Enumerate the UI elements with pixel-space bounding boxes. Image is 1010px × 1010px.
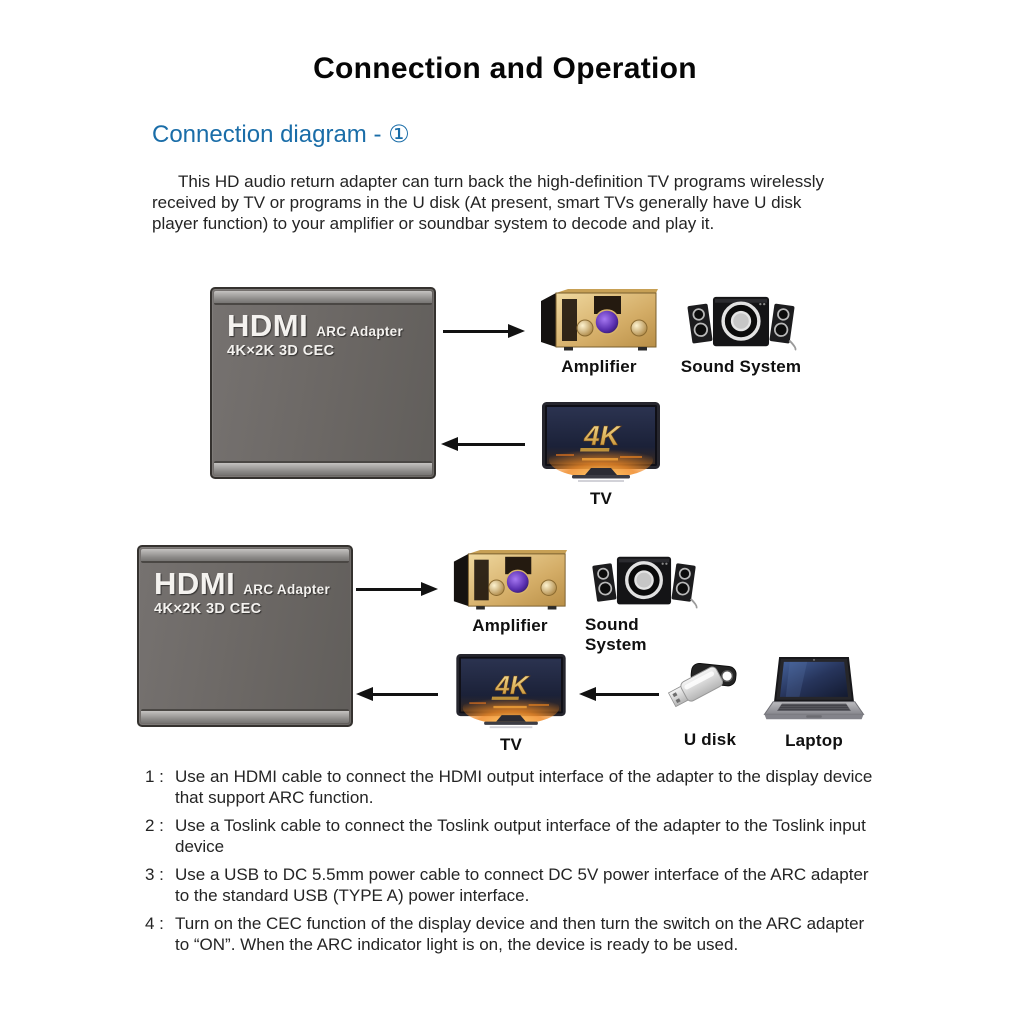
intro-paragraph: This HD audio return adapter can turn ba… [152, 172, 824, 233]
sound-system-label: Sound System [680, 357, 802, 376]
instructions-list: 1 : Use an HDMI cable to connect the HDM… [145, 766, 880, 962]
sound-system-label: Sound System [585, 615, 647, 654]
arrow-shaft [596, 692, 659, 696]
arrow-head [508, 324, 525, 338]
instruction-number: 3 : [145, 865, 164, 884]
udisk-device: U disk [662, 659, 758, 750]
arrow-right-icon [356, 581, 438, 597]
arrow-shaft [458, 442, 525, 446]
tv-device-2: TV [451, 654, 571, 755]
amplifier-device-2: Amplifier [448, 549, 572, 636]
adapter-specs-text: 4K×2K 3D CEC [154, 601, 262, 617]
adapter-text-block: HDMI ARC Adapter 4K×2K 3D CEC [227, 310, 403, 359]
instruction-text: Use a Toslink cable to connect the Tosli… [175, 816, 866, 856]
adapter-brand-text: HDMI [154, 566, 236, 601]
instruction-number: 1 : [145, 767, 164, 786]
arrow-head [356, 687, 373, 701]
adapter-brand-text: HDMI [227, 308, 309, 343]
instruction-number: 4 : [145, 914, 164, 933]
laptop-label: Laptop [785, 731, 843, 750]
arrow-left-icon [441, 436, 525, 452]
sound-system-device-2: Sound System [585, 554, 703, 655]
arrow-shaft [356, 587, 421, 591]
udisk-image [664, 659, 756, 725]
amplifier-image [451, 549, 569, 611]
tv-label: TV [499, 735, 523, 754]
tv-image [542, 402, 660, 484]
arrow-shaft [443, 329, 508, 333]
arrow-shaft [373, 692, 438, 696]
instruction-text: Turn on the CEC function of the display … [175, 914, 865, 954]
adapter-text-block: HDMI ARC Adapter 4K×2K 3D CEC [154, 568, 330, 617]
adapter-top-band [141, 549, 349, 563]
sound-system-image [589, 554, 699, 610]
adapter-bottom-band [141, 709, 349, 723]
instruction-item: 2 : Use a Toslink cable to connect the T… [145, 815, 880, 857]
adapter-type-text: ARC Adapter [243, 582, 331, 597]
hdmi-arc-adapter-device-1: HDMI ARC Adapter 4K×2K 3D CEC [210, 287, 436, 479]
adapter-bottom-band [214, 461, 432, 475]
sound-system-image [682, 294, 800, 352]
arrow-head [579, 687, 596, 701]
page-title: Connection and Operation [313, 52, 697, 85]
arrow-left-icon [579, 686, 659, 702]
instruction-number: 2 : [145, 816, 164, 835]
arrow-left-icon [356, 686, 438, 702]
hdmi-arc-adapter-device-2: HDMI ARC Adapter 4K×2K 3D CEC [137, 545, 353, 727]
tv-label: TV [589, 489, 613, 508]
amplifier-label: Amplifier [472, 616, 548, 635]
amplifier-label: Amplifier [561, 357, 637, 376]
arrow-head [421, 582, 438, 596]
instruction-text: Use an HDMI cable to connect the HDMI ou… [175, 767, 873, 807]
instruction-item: 1 : Use an HDMI cable to connect the HDM… [145, 766, 880, 808]
sound-system-device-1: Sound System [678, 294, 804, 377]
amplifier-device-1: Amplifier [534, 288, 664, 377]
laptop-device: Laptop [758, 656, 870, 751]
arrow-right-icon [443, 323, 525, 339]
instruction-text: Use a USB to DC 5.5mm power cable to con… [175, 865, 869, 905]
instruction-item: 3 : Use a USB to DC 5.5mm power cable to… [145, 864, 880, 906]
laptop-image [760, 656, 868, 726]
section-heading: Connection diagram - ① [152, 121, 410, 148]
adapter-specs-text: 4K×2K 3D CEC [227, 343, 335, 359]
tv-image [453, 654, 569, 730]
arrow-head [441, 437, 458, 451]
adapter-type-text: ARC Adapter [316, 324, 404, 339]
tv-device-1: TV [541, 402, 661, 509]
adapter-top-band [214, 291, 432, 305]
instruction-item: 4 : Turn on the CEC function of the disp… [145, 913, 880, 955]
amplifier-image [537, 288, 661, 352]
udisk-label: U disk [683, 730, 737, 749]
